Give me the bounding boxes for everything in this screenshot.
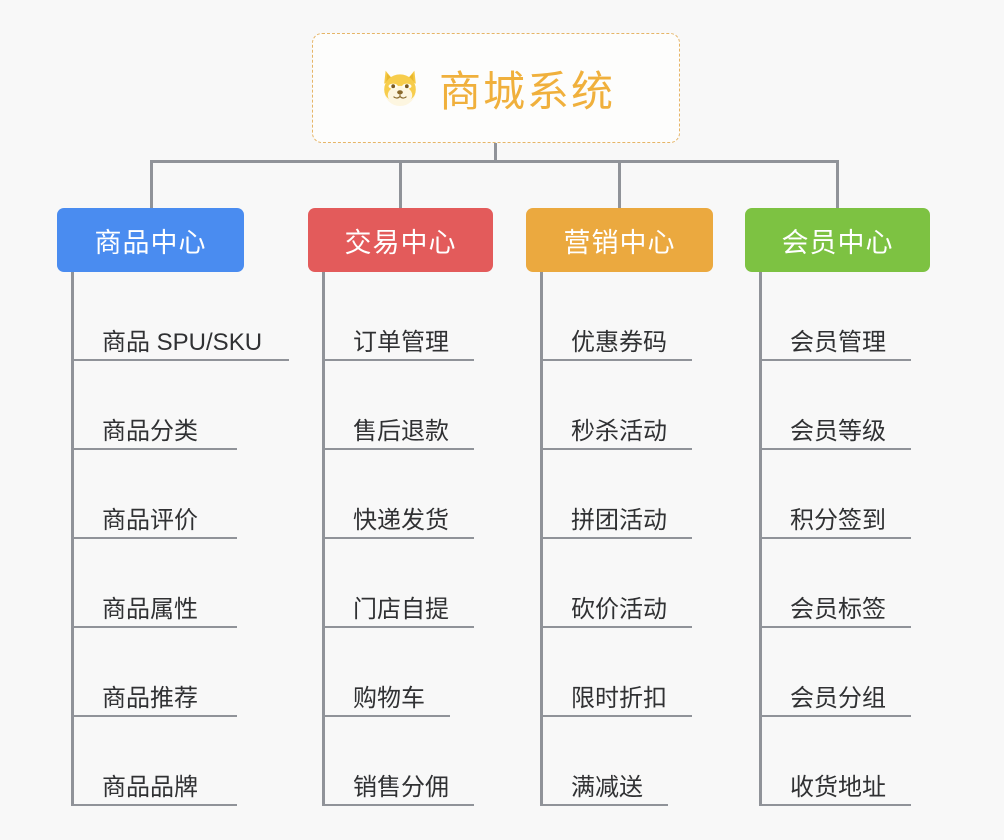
leaf-item-label: 拼团活动 (571, 507, 667, 535)
connector-drop-3 (836, 160, 839, 208)
leaf-item[interactable]: 门店自提 (322, 539, 474, 628)
leaf-item[interactable]: 商品属性 (71, 539, 237, 628)
leaf-item[interactable]: 秒杀活动 (540, 361, 692, 450)
leaf-item[interactable]: 积分签到 (759, 450, 911, 539)
connector-horizontal-bus (150, 160, 839, 163)
leaf-item[interactable]: 会员标签 (759, 539, 911, 628)
leaf-item[interactable]: 订单管理 (322, 272, 474, 361)
column-marketing-center: 营销中心 优惠券码 秒杀活动 拼团活动 砍价活动 限时折扣 满减送 (526, 208, 713, 806)
leaf-item-label: 优惠券码 (571, 329, 667, 357)
leaf-item[interactable]: 会员管理 (759, 272, 911, 361)
leaf-item-label: 收货地址 (790, 774, 886, 802)
leaf-item[interactable]: 商品推荐 (71, 628, 237, 717)
leaf-item-label: 会员标签 (790, 596, 886, 624)
leaf-item-label: 限时折扣 (571, 685, 667, 713)
leaf-item-label: 会员分组 (790, 685, 886, 713)
leaf-item[interactable]: 拼团活动 (540, 450, 692, 539)
leaf-list-member-center: 会员管理 会员等级 积分签到 会员标签 会员分组 收货地址 (745, 272, 930, 806)
leaf-item[interactable]: 商品品牌 (71, 717, 237, 806)
leaf-item[interactable]: 售后退款 (322, 361, 474, 450)
category-header-product-center[interactable]: 商品中心 (57, 208, 244, 272)
leaf-item[interactable]: 会员等级 (759, 361, 911, 450)
category-title: 交易中心 (344, 227, 457, 258)
leaf-list-product-center: 商品 SPU/SKU 商品分类 商品评价 商品属性 商品推荐 商品品牌 (57, 272, 289, 806)
leaf-item[interactable]: 商品 SPU/SKU (71, 272, 289, 361)
leaf-spine (71, 272, 74, 806)
category-title: 会员中心 (781, 227, 894, 258)
root-node-mall-system[interactable]: 商城系统 (312, 33, 680, 143)
leaf-item-label: 商品推荐 (102, 685, 198, 713)
leaf-item-label: 满减送 (571, 774, 643, 802)
leaf-item-label: 销售分佣 (353, 774, 449, 802)
leaf-item[interactable]: 砍价活动 (540, 539, 692, 628)
leaf-item[interactable]: 购物车 (322, 628, 450, 717)
root-node-title: 商城系统 (438, 67, 615, 115)
leaf-item[interactable]: 收货地址 (759, 717, 911, 806)
connector-drop-2 (618, 160, 621, 208)
category-header-marketing-center[interactable]: 营销中心 (526, 208, 713, 272)
leaf-item[interactable]: 会员分组 (759, 628, 911, 717)
leaf-item-label: 砍价活动 (571, 596, 667, 624)
leaf-item-label: 秒杀活动 (571, 418, 667, 446)
connector-drop-1 (399, 160, 402, 208)
category-header-trade-center[interactable]: 交易中心 (308, 208, 493, 272)
category-title: 商品中心 (94, 227, 207, 258)
leaf-item[interactable]: 销售分佣 (322, 717, 474, 806)
leaf-item-label: 积分签到 (790, 507, 886, 535)
leaf-item-label: 商品评价 (102, 507, 198, 535)
leaf-item[interactable]: 快递发货 (322, 450, 474, 539)
column-member-center: 会员中心 会员管理 会员等级 积分签到 会员标签 会员分组 收货地址 (745, 208, 930, 806)
leaf-list-trade-center: 订单管理 售后退款 快递发货 门店自提 购物车 销售分佣 (308, 272, 493, 806)
column-trade-center: 交易中心 订单管理 售后退款 快递发货 门店自提 购物车 销售分佣 (308, 208, 493, 806)
leaf-item-label: 快递发货 (353, 507, 449, 535)
column-product-center: 商品中心 商品 SPU/SKU 商品分类 商品评价 商品属性 商品推荐 商品品牌 (57, 208, 289, 806)
shiba-dog-face-icon (377, 65, 423, 111)
leaf-item-label: 商品分类 (102, 418, 198, 446)
leaf-item-label: 售后退款 (353, 418, 449, 446)
leaf-item[interactable]: 满减送 (540, 717, 668, 806)
leaf-item-label: 商品 SPU/SKU (102, 329, 263, 357)
leaf-item-label: 门店自提 (353, 596, 449, 624)
leaf-item-label: 购物车 (353, 685, 425, 713)
leaf-item-label: 会员等级 (790, 418, 886, 446)
leaf-item-label: 订单管理 (353, 329, 449, 357)
leaf-item-label: 商品属性 (102, 596, 198, 624)
leaf-spine (540, 272, 543, 806)
leaf-item[interactable]: 商品分类 (71, 361, 237, 450)
leaf-item[interactable]: 限时折扣 (540, 628, 692, 717)
leaf-item-label: 会员管理 (790, 329, 886, 357)
leaf-item[interactable]: 优惠券码 (540, 272, 692, 361)
category-header-member-center[interactable]: 会员中心 (745, 208, 930, 272)
leaf-list-marketing-center: 优惠券码 秒杀活动 拼团活动 砍价活动 限时折扣 满减送 (526, 272, 713, 806)
category-title: 营销中心 (563, 227, 676, 258)
leaf-spine (759, 272, 762, 806)
connector-drop-0 (150, 160, 153, 208)
leaf-spine (322, 272, 325, 806)
connector-root-stem (494, 143, 497, 162)
leaf-item[interactable]: 商品评价 (71, 450, 237, 539)
leaf-item-label: 商品品牌 (102, 774, 198, 802)
